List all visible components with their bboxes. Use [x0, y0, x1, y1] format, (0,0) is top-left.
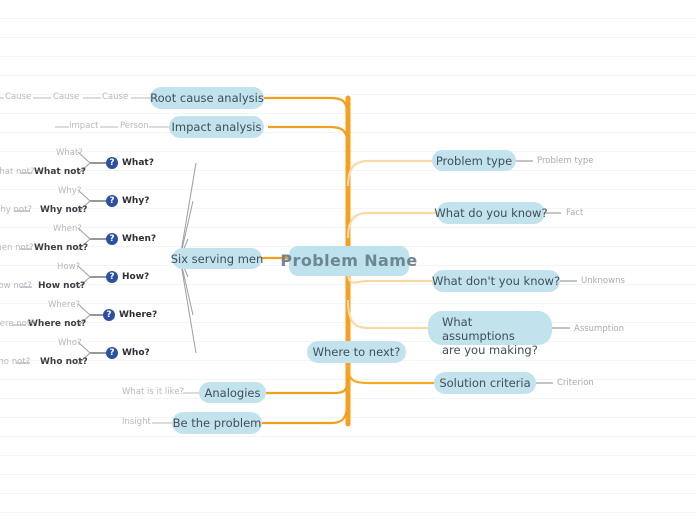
- six-men-tail-what-not: What not?: [0, 167, 35, 177]
- node-what-assumptions-line1: What assumptions: [442, 315, 515, 343]
- tail-label-fact: Fact: [566, 208, 584, 218]
- node-be-the-problem[interactable]: Be the problem: [172, 412, 262, 434]
- six-men-item-what-label: What?: [122, 158, 154, 168]
- branch-root-cause: [263, 96, 350, 121]
- chain-label-cause-1: Cause: [102, 92, 129, 102]
- node-six-serving-men-label: Six serving men: [170, 251, 264, 266]
- six-men-item-when-label: When?: [122, 234, 157, 244]
- chain-label-cause-2: Cause: [53, 92, 80, 102]
- six-men-sub-when: When?: [53, 224, 82, 234]
- center-node-label: Problem Name: [280, 251, 418, 270]
- node-be-the-problem-label: Be the problem: [172, 416, 262, 430]
- node-what-assumptions[interactable]: What assumptions are you making?: [428, 311, 552, 357]
- chain-label-impact: Impact: [69, 121, 99, 131]
- node-six-serving-men[interactable]: Six serving men: [170, 248, 264, 269]
- node-what-assumptions-line2: are you making?: [442, 343, 538, 357]
- six-men-tail-when-not: When not?: [0, 243, 34, 253]
- six-men-item-where-label: Where?: [119, 310, 158, 320]
- question-icon: ?: [106, 233, 118, 245]
- node-root-cause-analysis-label: Root cause analysis: [150, 91, 264, 105]
- node-what-do-you-know-label: What do you know?: [434, 206, 548, 220]
- six-men-sub-what: What?: [56, 148, 83, 158]
- branch-impact: [268, 125, 350, 149]
- branch-problem-type: [346, 159, 432, 187]
- six-men-item-how-label: How?: [122, 272, 150, 282]
- question-icon: ?: [103, 309, 115, 321]
- branch-what-assumptions: [346, 299, 428, 330]
- center-node-problem-name[interactable]: Problem Name: [280, 246, 417, 276]
- not-tails: [12, 172, 32, 364]
- question-icon: ?: [106, 157, 118, 169]
- node-what-dont-you-know-label: What don't you know?: [431, 274, 561, 288]
- question-icon: ?: [106, 195, 118, 207]
- tail-label-problem-type: Problem type: [537, 156, 594, 166]
- six-men-sub-when-not: When not?: [34, 243, 89, 253]
- six-men-sub-how-not: How not?: [38, 281, 86, 291]
- node-analogies-label: Analogies: [204, 385, 261, 400]
- chain-label-person: Person: [120, 121, 149, 131]
- node-solution-criteria[interactable]: Solution criteria: [434, 372, 536, 394]
- six-men-sub-why-not: Why not?: [40, 205, 88, 215]
- node-solution-criteria-label: Solution criteria: [439, 376, 531, 390]
- node-impact-analysis[interactable]: Impact analysis: [169, 116, 264, 138]
- six-men-sub-how: How?: [57, 262, 81, 272]
- node-where-to-next[interactable]: Where to next?: [307, 341, 406, 363]
- tail-label-criterion: Criterion: [557, 378, 594, 388]
- branch-solution-criteria: [346, 365, 434, 385]
- question-connectors: [90, 162, 106, 354]
- node-where-to-next-label: Where to next?: [312, 345, 401, 359]
- node-analogies[interactable]: Analogies: [199, 382, 266, 403]
- question-icon: ?: [106, 271, 118, 283]
- six-men-sub-who: Who?: [58, 338, 82, 348]
- branch-what-do-you-know: [346, 211, 437, 239]
- chain-label-what-is-it-like: What is it like?: [122, 387, 185, 397]
- node-problem-type[interactable]: Problem type: [432, 150, 516, 171]
- six-men-tail-where-not: Where not?: [0, 319, 35, 329]
- six-men-item-who-label: Who?: [122, 348, 150, 358]
- node-impact-analysis-label: Impact analysis: [171, 120, 262, 134]
- node-what-dont-you-know[interactable]: What don't you know?: [432, 270, 560, 292]
- six-men-tail-who-not: Who not?: [0, 357, 31, 367]
- chain-label-insight: Insight: [122, 417, 151, 427]
- six-men-item-why-label: Why?: [122, 196, 150, 206]
- node-what-do-you-know[interactable]: What do you know?: [434, 202, 548, 224]
- branch-be-the-problem: [262, 395, 350, 425]
- six-men-sub-why: Why?: [58, 186, 82, 196]
- six-men-sub-where: Where?: [48, 300, 81, 310]
- six-men-tail-why-not: Why not?: [0, 205, 32, 215]
- question-forks: [77, 151, 91, 365]
- tail-label-unknowns: Unknowns: [581, 276, 625, 286]
- node-problem-type-label: Problem type: [435, 153, 513, 168]
- node-root-cause-analysis[interactable]: Root cause analysis: [150, 87, 264, 109]
- six-men-sub-where-not: Where not?: [28, 319, 87, 329]
- tail-label-assumption: Assumption: [574, 324, 625, 334]
- six-men-tail-how-not: How not?: [0, 281, 32, 291]
- chain-label-cause-3: Cause: [5, 92, 32, 102]
- six-men-sub-what-not: What not?: [34, 167, 86, 177]
- question-icon: ?: [106, 347, 118, 359]
- branch-analogies: [266, 375, 350, 395]
- six-men-sub-who-not: Who not?: [40, 357, 88, 367]
